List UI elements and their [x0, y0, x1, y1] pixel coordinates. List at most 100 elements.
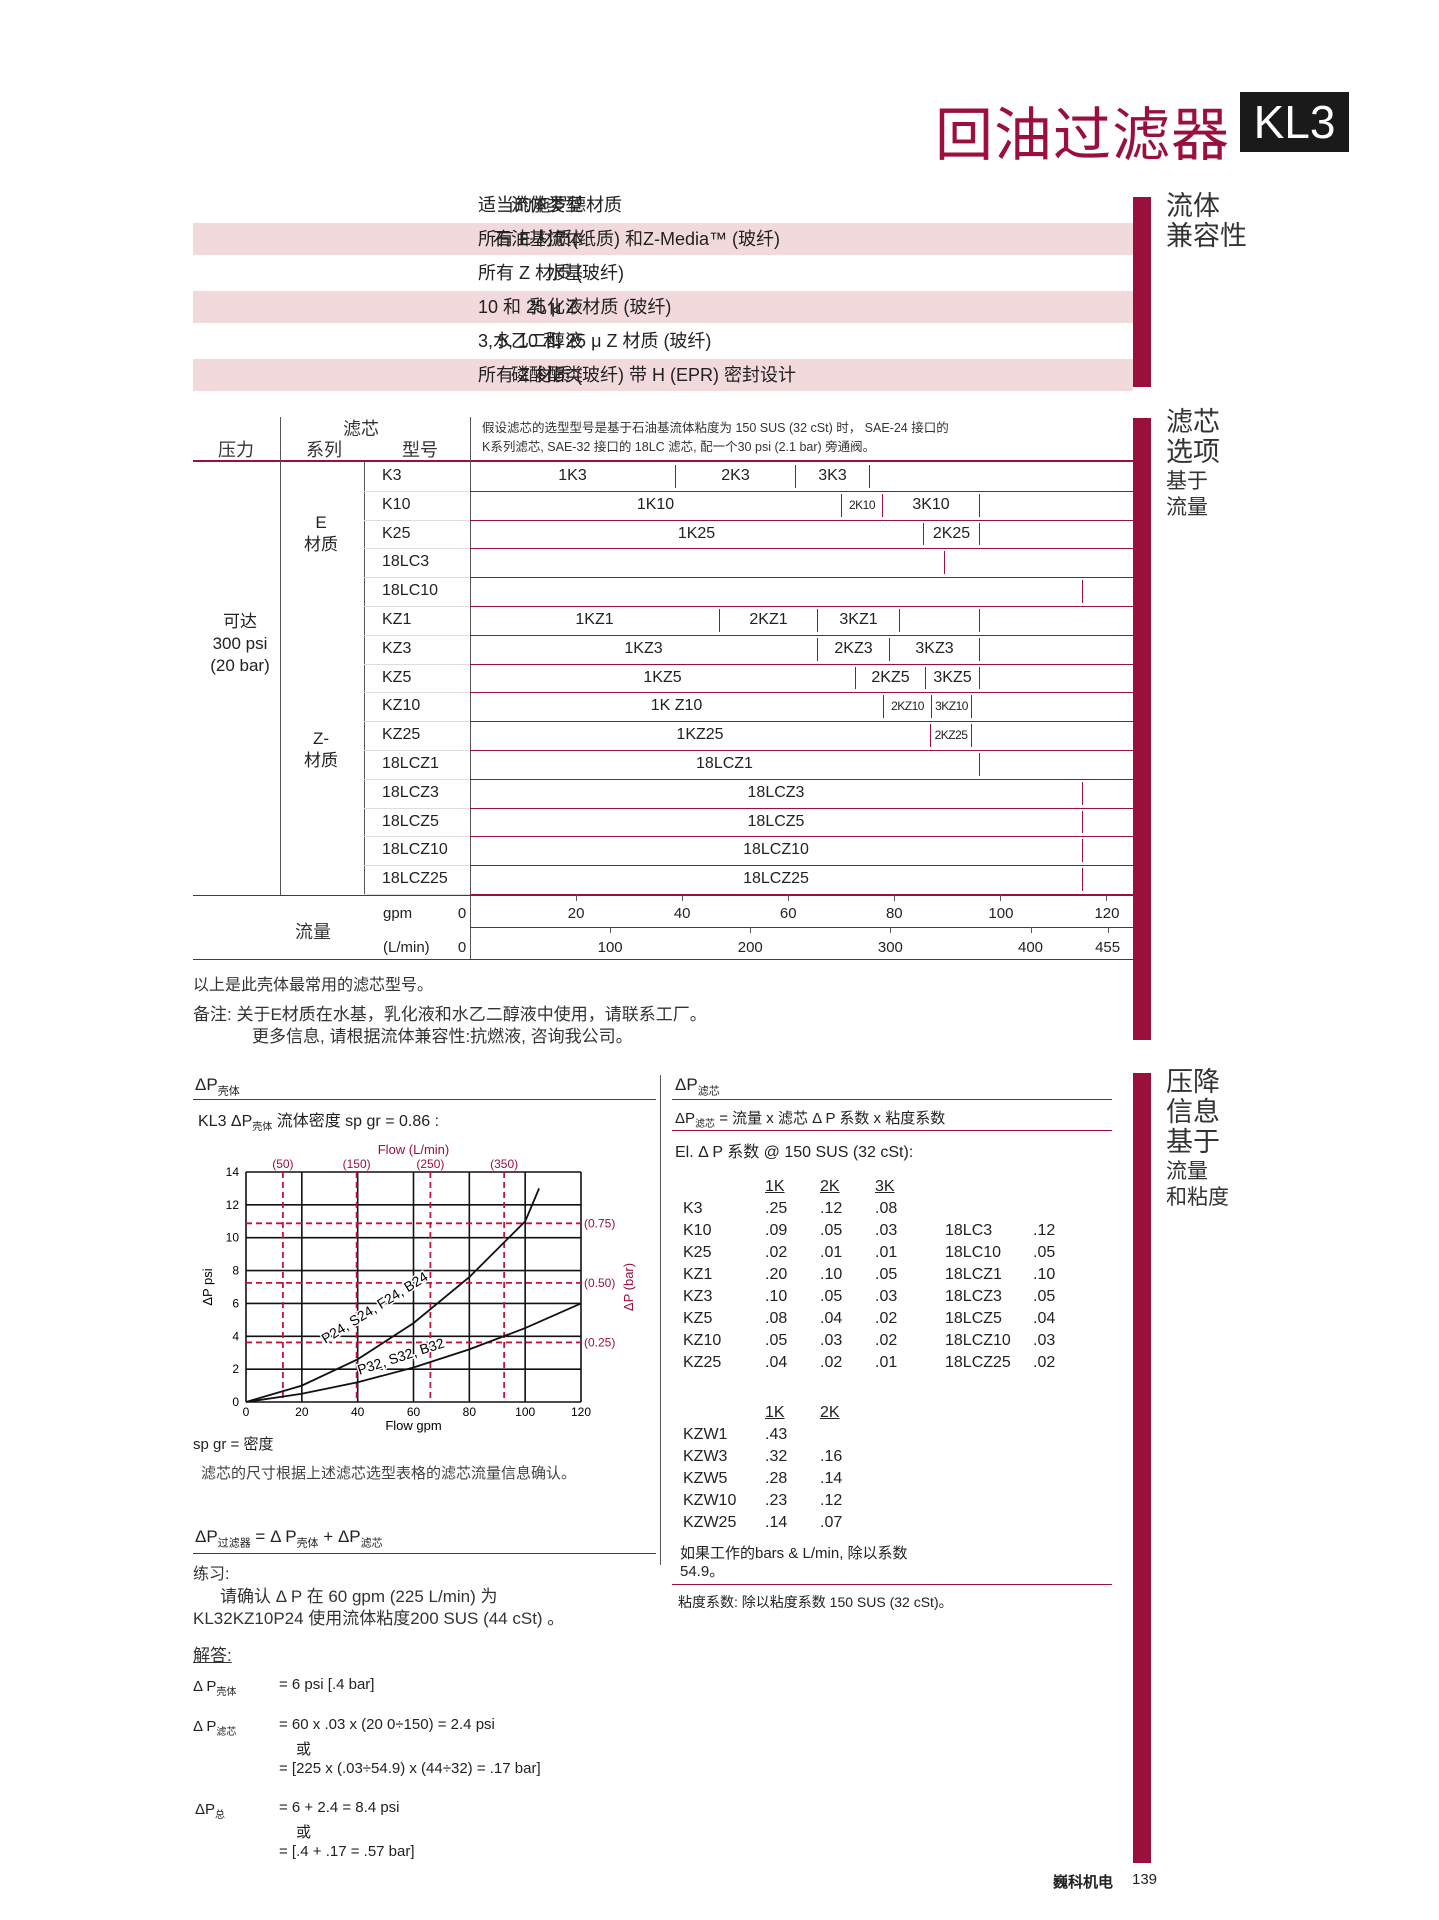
y-tick-label: 8: [232, 1264, 239, 1278]
table-row: 18LCZ3.05: [945, 1288, 1056, 1305]
table-row: 18LCZ25.02: [945, 1354, 1056, 1371]
page-title: 回油过滤器: [935, 101, 1231, 169]
element-formula: ΔP滤芯 = 流量 x 滤芯 Δ P 系数 x 粘度系数: [675, 1110, 946, 1130]
element-heading: ΔP滤芯: [675, 1075, 720, 1098]
lmin-tick: 100: [597, 939, 623, 956]
spgr-note: sp gr = 密度: [193, 1436, 274, 1453]
element-cell: [980, 753, 1132, 776]
element-cell: 1K25: [470, 522, 924, 546]
element-cell: [470, 551, 945, 575]
element-cell: 2KZ3: [818, 637, 890, 661]
model-cell: KZ10: [382, 697, 421, 715]
table-row: KZ5.08.04.02: [683, 1310, 898, 1327]
el-factor-line: El. Δ P 系数 @ 150 SUS (32 cSt):: [675, 1144, 914, 1161]
fluid-row: 乳化液 10 和 25 μ Z 材质 (玻纤): [193, 291, 1133, 323]
element-cell: 18LCZ10: [470, 839, 1083, 863]
housing-density-line: KL3 ΔP壳体 流体密度 sp gr = 0.86 :: [198, 1113, 440, 1134]
table-row: KZW25.14.07: [683, 1514, 843, 1531]
element-cell: [900, 609, 980, 632]
x-tick-label: 100: [515, 1405, 535, 1419]
element-cell: 2K25: [924, 522, 980, 546]
element-cell: 2KZ10: [884, 695, 932, 719]
answer-total-or: 或: [296, 1824, 312, 1841]
element-cell: 1KZ3: [470, 637, 818, 661]
answer-element-label: Δ P滤芯: [193, 1718, 237, 1738]
col-model: 型号: [402, 440, 438, 460]
x-tick-label: 80: [463, 1405, 477, 1419]
footnote-more: 更多信息, 请根据流体兼容性:抗燃液, 咨询我公司。: [252, 1027, 633, 1046]
element-cell: 18LCZ5: [470, 810, 1083, 834]
sidebar-bar-pressure: [1133, 1073, 1151, 1863]
model-cell: KZ5: [382, 668, 412, 686]
y2-tick-label: (0.25): [584, 1335, 615, 1349]
element-cell: [980, 609, 1132, 632]
header-divider: [193, 460, 1133, 462]
element-cell: 2KZ1: [720, 609, 818, 632]
exercise-line2: KL32KZ10P24 使用流体粘度200 SUS (44 cSt) 。: [193, 1609, 565, 1628]
y-tick-label: 4: [232, 1329, 239, 1343]
model-cell: KZ3: [382, 639, 412, 657]
col-series: 系列: [306, 440, 342, 460]
flow-label: 流量: [295, 922, 331, 942]
element-cell: [980, 638, 1132, 661]
element-cell: [470, 580, 1083, 603]
gpm-tick: 20: [567, 905, 585, 922]
table-row: KZW5.28.14: [683, 1470, 843, 1487]
media-header: 适当的施罗德材质: [478, 195, 622, 215]
model-cell: 18LCZ10: [382, 841, 448, 859]
element-cell: 18LCZ3: [470, 781, 1083, 805]
x2-tick-label: (250): [416, 1157, 444, 1171]
x-axis-label: Flow gpm: [385, 1418, 441, 1433]
element-cell: [1083, 868, 1132, 891]
element-cell: [972, 724, 1132, 747]
y2-tick-label: (0.50): [584, 1276, 615, 1290]
y-tick-label: 12: [226, 1198, 240, 1212]
element-cell: [1083, 782, 1132, 805]
exercise-label: 练习:: [193, 1566, 230, 1583]
answer-label: 解答:: [193, 1646, 232, 1665]
answer-total-label: ΔP总: [195, 1801, 226, 1821]
gpm-tick: 60: [779, 905, 797, 922]
model-cell: K10: [382, 495, 411, 513]
x-tick-label: 60: [407, 1405, 421, 1419]
element-cell: 3KZ10: [932, 695, 972, 719]
x-tick-label: 0: [243, 1405, 250, 1419]
table-row: 18LCZ5.04: [945, 1310, 1056, 1327]
sidebar-bar-options: [1133, 418, 1151, 1040]
element-cell: [1083, 811, 1132, 834]
element-cell: [980, 494, 1132, 517]
lmin-tick: 200: [737, 939, 763, 956]
lmin-label: (L/min): [383, 939, 430, 956]
x-tick-label: 120: [571, 1405, 591, 1419]
answer-element-bar: = [225 x (.03÷54.9) x (44÷32) = .17 bar]: [279, 1760, 541, 1777]
y-tick-label: 14: [226, 1165, 240, 1179]
e-media-label: E 材质: [304, 513, 338, 554]
element-cell: 1KZ5: [470, 666, 856, 690]
table-row: KZW1.43: [683, 1426, 788, 1443]
footnote-common: 以上是此壳体最常用的滤芯型号。: [193, 977, 434, 994]
table-row: KZ1.20.10.05: [683, 1266, 898, 1283]
lmin-tick: 400: [1018, 939, 1044, 956]
gpm-tick: 100: [988, 905, 1014, 922]
table-row: 18LC3.12: [945, 1222, 1056, 1239]
answer-housing-label: Δ P壳体: [193, 1678, 237, 1698]
element-cell: 2KZ25: [931, 724, 972, 747]
col-element: 滤芯: [343, 419, 379, 439]
answer-total-bar: = [.4 + .17 = .57 bar]: [279, 1843, 415, 1860]
table-row: K10.09.05.03: [683, 1222, 898, 1239]
lmin-tick: 0: [457, 939, 467, 956]
element-cell: 1KZ1: [470, 609, 720, 632]
x2-tick-label: (350): [490, 1157, 518, 1171]
model-cell: 18LCZ3: [382, 783, 439, 801]
selection-note: 假设滤芯的选型型号是基于石油基流体粘度为 150 SUS (32 cSt) 时，…: [482, 421, 949, 454]
element-cell: 3K3: [796, 465, 870, 488]
x-tick-label: 40: [351, 1405, 365, 1419]
table-row: K3.25.12.08: [683, 1200, 898, 1217]
y2-axis-label: ΔP (bar): [621, 1263, 636, 1311]
element-cell: 1K10: [470, 493, 842, 517]
model-cell: KZ1: [382, 611, 412, 628]
footer-company: 巍科机电: [1053, 1874, 1114, 1891]
